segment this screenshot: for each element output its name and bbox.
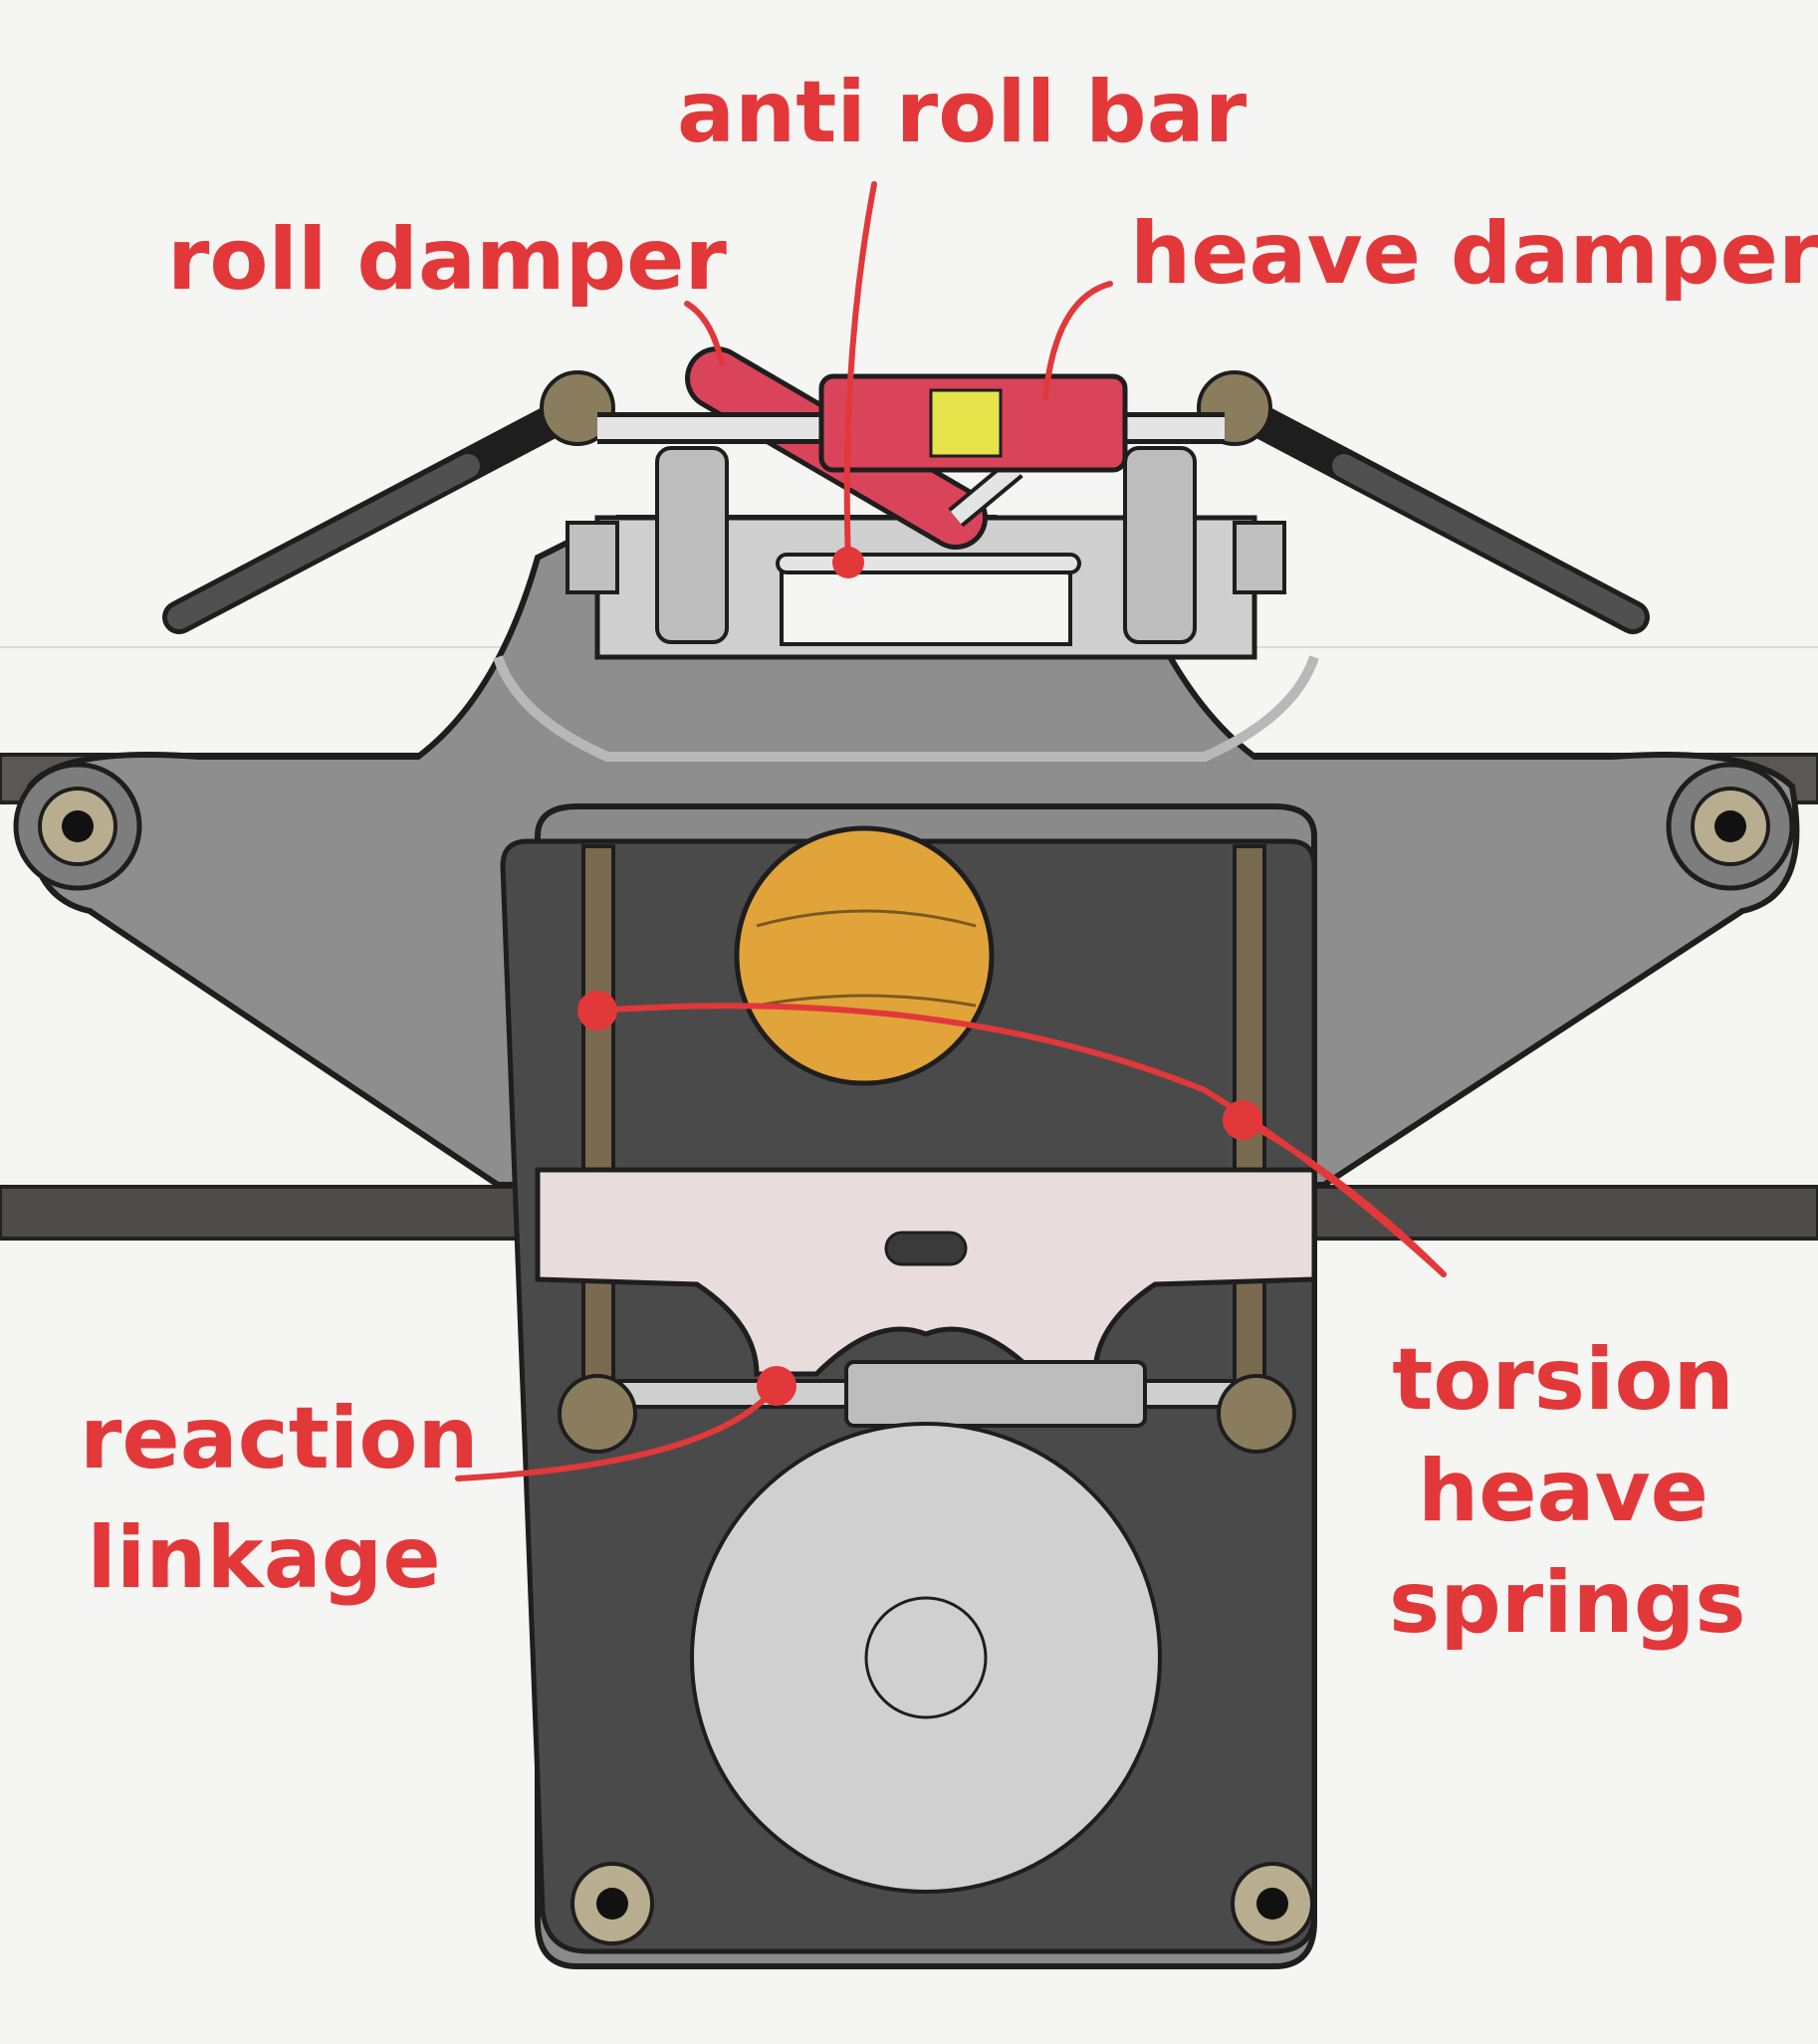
pushrod-left (162, 370, 615, 634)
label-reaction-line-2: linkage (87, 1508, 441, 1608)
label-torsion-heave-springs: torsion heave springs (1389, 1324, 1746, 1659)
label-torsion-line-2: heave (1418, 1442, 1708, 1541)
rocker-right (1123, 446, 1197, 644)
cover-disc (690, 1422, 1162, 1894)
left-mount-hole (62, 810, 94, 842)
bulkhead-highlight (493, 655, 1319, 762)
leader-torsion-right (1240, 1117, 1447, 1277)
spring-sphere (734, 825, 995, 1086)
cover-disc-hub (864, 1596, 988, 1719)
label-anti-roll-bar: anti roll bar (677, 63, 1248, 162)
label-reaction-line-1: reaction (80, 1389, 479, 1488)
label-torsion-line-3: springs (1389, 1553, 1746, 1653)
label-heave-damper: heave damper (1130, 204, 1818, 304)
leader-reaction-linkage (455, 1383, 780, 1481)
corner-bolt-right (1231, 1862, 1314, 1945)
reaction-linkage (558, 1360, 1296, 1454)
corner-bolt-left (570, 1862, 654, 1945)
leader-heave-damper (1042, 281, 1113, 401)
label-torsion-line-1: torsion (1392, 1330, 1734, 1430)
annotation-leaders (455, 181, 1447, 1481)
label-roll-damper: roll damper (167, 210, 727, 310)
leader-anti-roll-bar (843, 181, 877, 566)
rocker-slot (884, 1231, 968, 1266)
heave-rocker (535, 1167, 1317, 1377)
bracket-window (780, 561, 1072, 646)
damper-adjuster (929, 388, 1003, 458)
leader-roll-damper (684, 301, 725, 366)
heave-damper (597, 373, 1225, 473)
bracket-lug-left (566, 521, 619, 594)
label-reaction-linkage: reaction linkage (80, 1379, 479, 1618)
torsion-spring-left (581, 844, 615, 1391)
right-mount-hole (1714, 810, 1746, 842)
rocker-left (655, 446, 729, 644)
pushrod-right (1197, 370, 1650, 634)
annotation-dots (577, 547, 1262, 1406)
bracket-lug-right (1233, 521, 1286, 594)
